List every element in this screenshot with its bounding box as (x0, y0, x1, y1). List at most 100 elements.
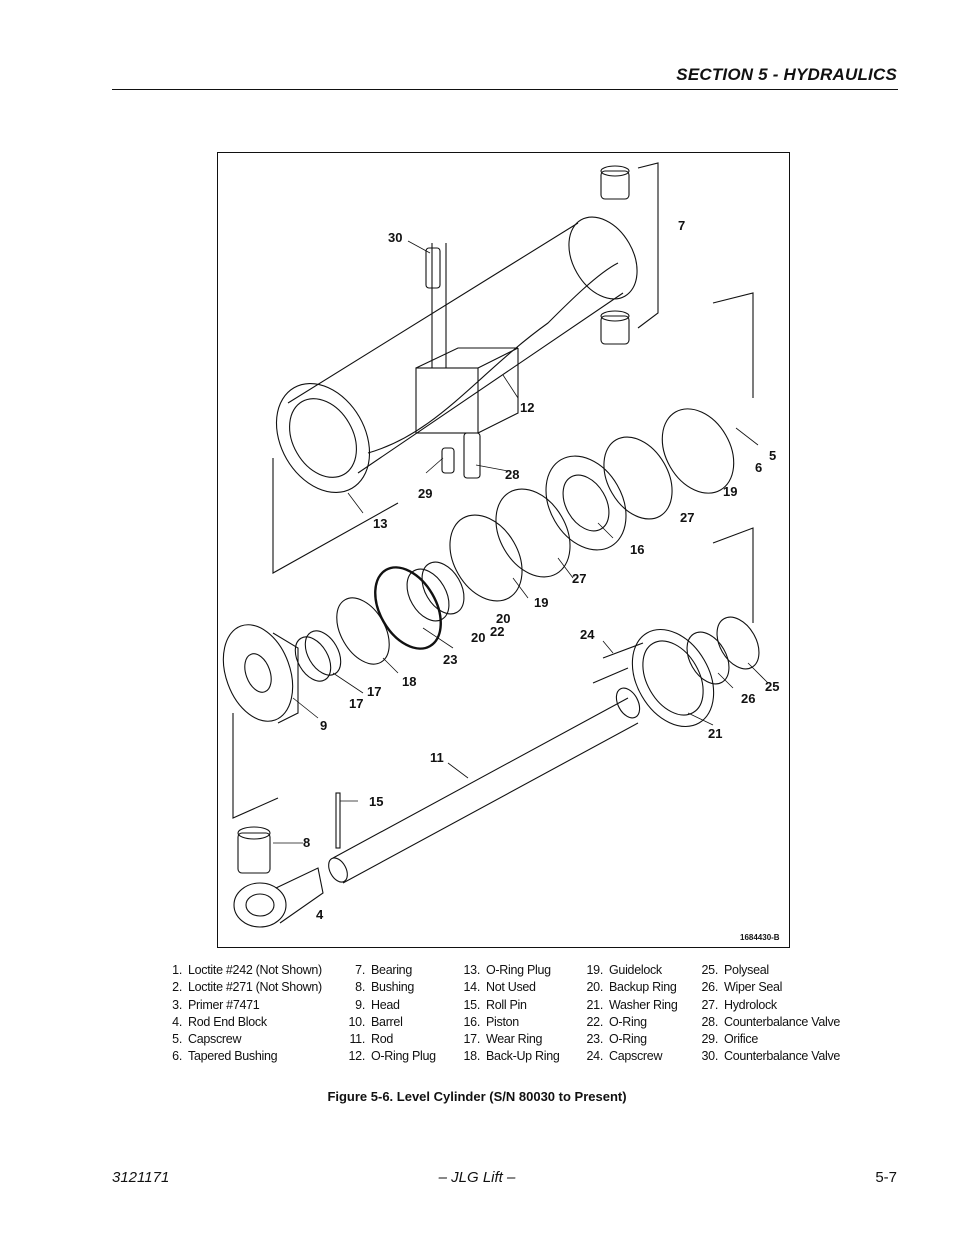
callout-label: 27 (572, 571, 586, 586)
legend-column-4: 19. Guidelock 20.Backup Ring 21.Washer Ri… (585, 962, 678, 1066)
legend-number: 22. (586, 1014, 604, 1029)
callout-label: 28 (505, 467, 519, 482)
callout-label: 17 (367, 684, 381, 699)
page-number: 5-7 (875, 1169, 897, 1186)
legend-item: 27.Hydrolock (700, 997, 840, 1014)
legend-number: 30. (701, 1049, 719, 1064)
callout-label: 8 (303, 835, 310, 850)
head-drawing (222, 624, 299, 819)
legend-label: Rod (371, 1032, 394, 1047)
legend-number: 1. (172, 963, 182, 977)
callout-label: 20 (496, 611, 510, 626)
callout-label: 22 (490, 624, 504, 639)
legend-label: Barrel (371, 1014, 403, 1029)
callout-label: 29 (418, 486, 432, 501)
callout-label: 11 (430, 750, 444, 765)
callout-label: 16 (630, 542, 644, 557)
legend-number: 10. (348, 1014, 366, 1029)
level-cylinder-drawing: 30 7 12 5 6 19 28 29 13 27 16 27 19 20 2… (222, 162, 780, 942)
legend-label: O-Ring Plug (486, 963, 551, 977)
bearing-drawing (600, 162, 659, 345)
legend-item: 6.Tapered Bushing (168, 1048, 322, 1065)
legend-item: 3. Primer #7471 (168, 997, 322, 1014)
legend-item: 21.Washer Ring (585, 997, 678, 1014)
legend-number: 14. (463, 980, 481, 995)
legend-item: 20.Backup Ring (585, 979, 677, 996)
legend-number: 21. (586, 997, 604, 1012)
legend-number: 17. (463, 1032, 481, 1047)
legend-item: 2.Loctite #271 (Not Shown) (168, 979, 322, 996)
legend-label: O-Ring (609, 1032, 647, 1047)
callout-label: 17 (349, 696, 363, 711)
legend-label: Bushing (371, 980, 415, 995)
legend-label: O-Ring Plug (371, 1049, 436, 1064)
legend-label: Hydrolock (724, 997, 777, 1012)
legend-label: Head (371, 997, 400, 1012)
legend-item: 13. O-Ring Plug (462, 962, 560, 979)
washer-ring-drawing (592, 628, 715, 728)
legend-label: Capscrew (188, 1032, 242, 1047)
legend-number: 5. (172, 1032, 182, 1047)
legend-label: Roll Pin (486, 997, 527, 1012)
legend-label: Bearing (371, 963, 412, 977)
legend-label: Wear Ring (486, 1032, 543, 1047)
legend-item: 11. Rod (347, 1031, 436, 1048)
legend-number: 26. (701, 980, 719, 995)
legend-item: 26.Wiper Seal (700, 979, 840, 996)
legend-number: 12. (348, 1049, 366, 1064)
legend-number: 16. (463, 1014, 481, 1029)
callout-label: 15 (369, 794, 383, 809)
legend-item: 12. O-Ring Plug (347, 1048, 437, 1065)
legend-label: Capscrew (609, 1049, 663, 1064)
legend-number: 13. (463, 963, 481, 977)
legend-item: 25.Polyseal (700, 962, 840, 979)
leader-lines (273, 240, 769, 844)
legend-number: 11. (349, 1032, 365, 1047)
legend-label: O-Ring (609, 1014, 647, 1029)
legend-number: 19. (586, 963, 604, 977)
legend-column-3: 13. O-Ring Plug 14. Not Used 15.Roll Pin 1… (462, 962, 560, 1066)
rod-drawing (328, 687, 641, 884)
legend-item: 23. O-Ring (585, 1031, 677, 1048)
header-divider (112, 89, 898, 90)
legend-column-2: 7.Bearing 8.Bushing 9.Head 10.Barrel 11.… (347, 962, 437, 1066)
legend-number: 28. (701, 1014, 719, 1029)
callout-label: 24 (580, 627, 595, 642)
legend-item: 15.Roll Pin (462, 997, 560, 1014)
legend-item: 24. Capscrew (585, 1048, 677, 1065)
seal-rings-drawing (294, 292, 760, 685)
callout-label: 7 (678, 218, 685, 233)
section-title: SECTION 5 - HYDRAULICS (676, 65, 897, 84)
callout-label: 5 (769, 448, 776, 463)
legend-item: 1.Loctite #242 (Not Shown) (168, 962, 322, 979)
callout-label: 25 (765, 679, 779, 694)
legend-label: Piston (486, 1014, 519, 1029)
legend-number: 25. (701, 963, 719, 977)
legend-label: Not Used (486, 980, 536, 995)
callout-label: 19 (723, 484, 737, 499)
legend-label: Primer #7471 (188, 997, 260, 1012)
legend-number: 6. (172, 1049, 182, 1064)
legend-number: 23. (586, 1032, 604, 1047)
legend-label: Backup Ring (609, 980, 677, 995)
legend-number: 3. (172, 997, 182, 1012)
legend-label: Guidelock (609, 963, 662, 977)
legend-item: 7.Bearing (347, 962, 436, 979)
callout-label: 12 (520, 400, 534, 415)
legend-number: 24. (586, 1049, 604, 1064)
legend-label: Rod End Block (188, 1014, 267, 1029)
legend-label: Back-Up Ring (486, 1049, 560, 1064)
legend-label: Loctite #271 (Not Shown) (188, 980, 322, 995)
callout-label: 27 (680, 510, 694, 525)
drawing-id: 1684430-B (740, 933, 780, 942)
callout-label: 9 (320, 718, 327, 733)
callout-label: 30 (388, 230, 402, 245)
legend-item: 28. Counterbalance Valve (700, 1014, 841, 1031)
legend-item: 19. Guidelock (585, 962, 677, 979)
legend-number: 4. (172, 1014, 182, 1029)
legend-column-1: 1.Loctite #242 (Not Shown) 2.Loctite #27… (168, 962, 322, 1066)
legend-label: Counterbalance Valve (724, 1014, 841, 1029)
legend-item: 9.Head (347, 997, 436, 1014)
rod-end-drawing (233, 826, 324, 928)
brand-footer: – JLG Lift – (438, 1169, 516, 1186)
